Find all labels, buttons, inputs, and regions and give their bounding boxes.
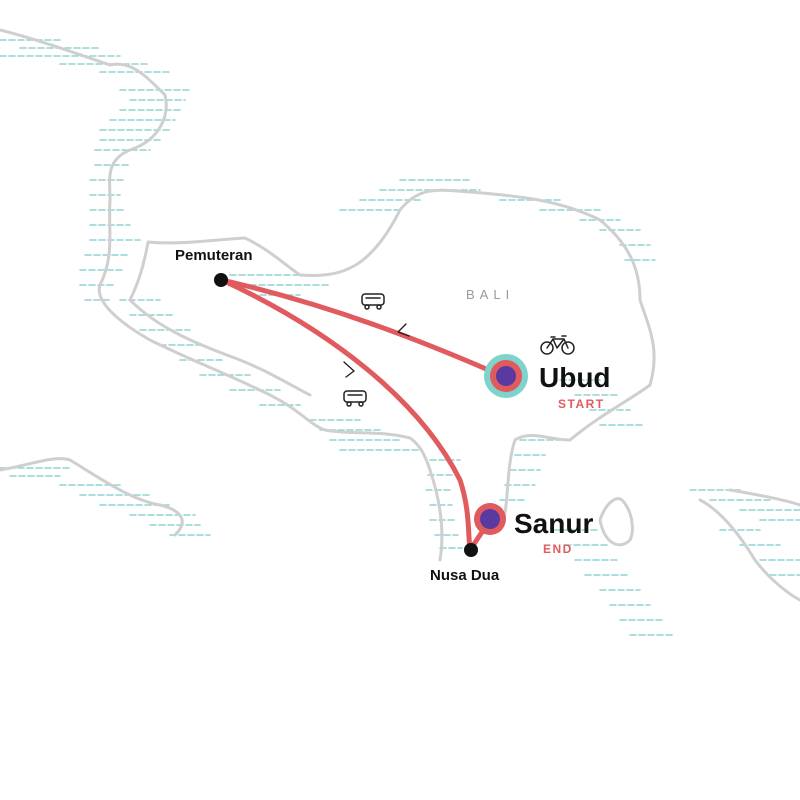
route-lines: [219, 277, 503, 553]
place-label-pemuteran: Pemuteran: [175, 247, 253, 264]
bus-icon: [343, 390, 367, 407]
route-ubud-pemuteran: [219, 277, 503, 378]
bicycle-icon: [540, 335, 575, 355]
pemuteran-marker: [214, 273, 228, 287]
coastlines: [0, 28, 800, 602]
place-label-nusa-dua: Nusa Dua: [430, 567, 500, 584]
ubud-start-marker: [484, 354, 528, 398]
place-label-sanur: Sanur: [514, 508, 593, 539]
end-tag: END: [543, 542, 573, 556]
place-label-ubud: Ubud: [539, 362, 611, 393]
sanur-end-marker: [474, 503, 506, 535]
direction-arrow-icon: [343, 361, 355, 378]
nusa-dua-marker: [464, 543, 478, 557]
water-hatching: [0, 39, 800, 636]
bus-icon: [361, 293, 385, 310]
route-pemuteran-nusadua: [219, 277, 473, 553]
start-tag: START: [558, 397, 605, 411]
direction-arrow-icon: [397, 323, 410, 337]
region-label: BALI: [466, 287, 514, 302]
